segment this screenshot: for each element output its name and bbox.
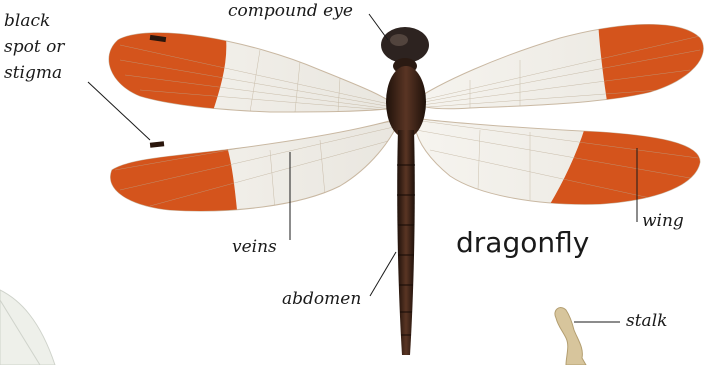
leader-compound-eye: [369, 14, 388, 40]
abdomen-shape: [397, 130, 415, 355]
label-compound-eye: compound eye: [228, 0, 353, 22]
plant-stalk: [555, 308, 586, 365]
dragonfly-body: [381, 27, 429, 355]
lower-left-wing: [100, 118, 400, 220]
thorax-shape: [386, 66, 426, 138]
label-black-spot-line3: stigma: [4, 62, 62, 84]
label-stalk: stalk: [626, 310, 667, 332]
label-black-spot-line1: black: [4, 10, 50, 32]
label-abdomen: abdomen: [282, 288, 361, 310]
label-black-spot-line2: spot or: [4, 36, 64, 58]
upper-left-wing: [100, 20, 398, 120]
compound-eye-shape: [381, 27, 429, 63]
lower-right-wing: [414, 110, 713, 220]
upper-right-wing: [412, 20, 713, 120]
plant-leaf: [0, 290, 55, 365]
leader-abdomen: [370, 252, 396, 296]
label-veins: veins: [232, 236, 277, 258]
label-wing: wing: [642, 210, 684, 232]
diagram-title: dragonfly: [456, 226, 589, 259]
